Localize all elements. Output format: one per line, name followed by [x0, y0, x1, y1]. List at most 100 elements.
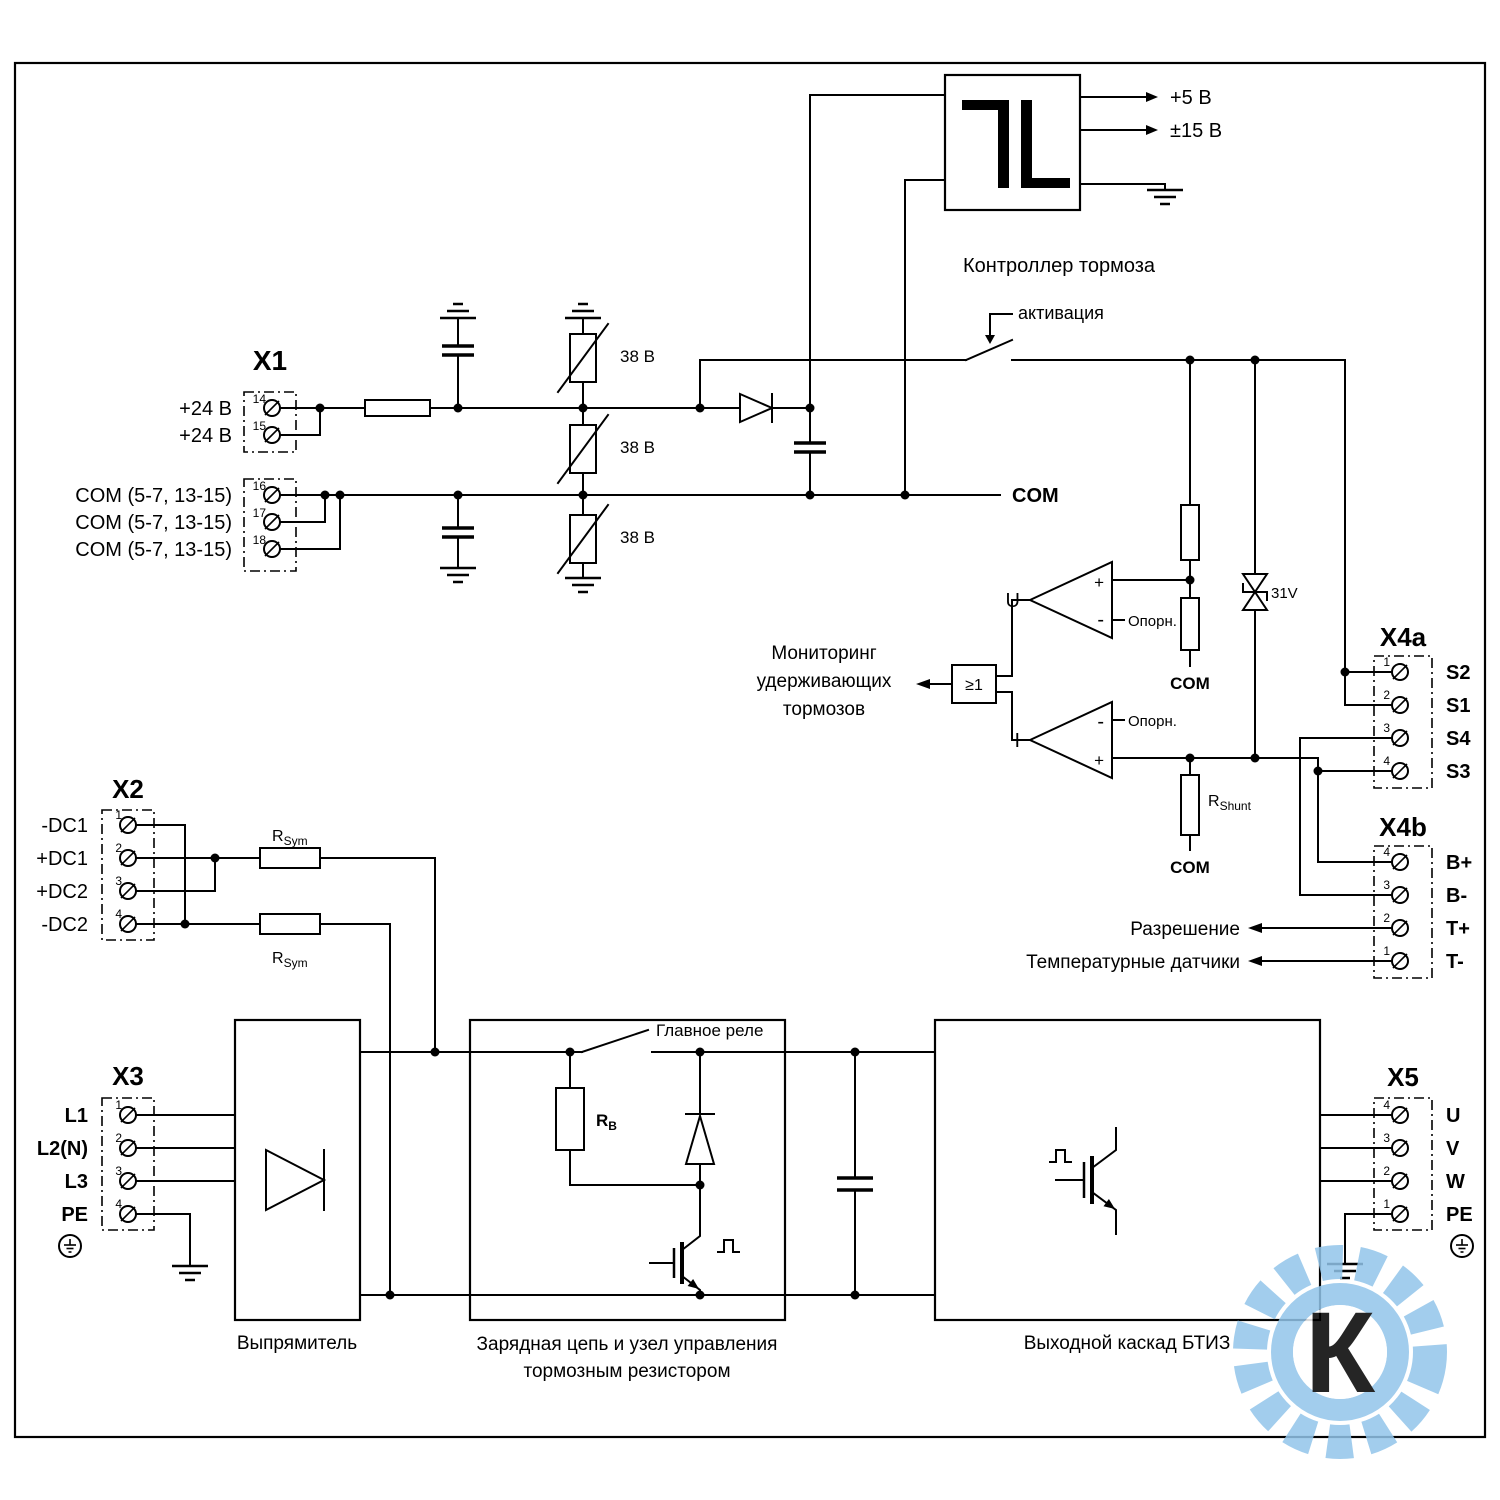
pe-symbol-x3: [58, 1234, 82, 1258]
comparator-u-minus: -: [1097, 609, 1104, 631]
x4a-title: X4a: [1380, 622, 1427, 652]
x4b-pin-3: [1391, 886, 1409, 904]
x4a-box: [1373, 655, 1433, 789]
ground-cap-top: [438, 302, 478, 320]
x4a-pin-number: 4: [1383, 754, 1390, 768]
comparator-i-label: I: [1014, 730, 1020, 752]
x4b-title: X4b: [1379, 812, 1427, 842]
x1-pin-label: COM (5-7, 13-15): [75, 512, 232, 534]
r-shunt-label: RShunt: [1208, 793, 1252, 813]
pe-symbol-x5: [1450, 1234, 1474, 1258]
charging-label-1: Зарядная цепь и узел управления: [477, 1334, 778, 1355]
x1-pin-number: 16: [253, 479, 267, 493]
x2-title: X2: [112, 774, 144, 804]
temp-sensors-label: Температурные датчики: [1026, 952, 1240, 973]
x4a-pin-number: 2: [1383, 688, 1390, 702]
x3-pin-number: 1: [115, 1098, 122, 1112]
arrow-15v-icon: [1146, 125, 1158, 135]
x4a-pin-3: [1391, 729, 1409, 747]
fuse: [364, 399, 431, 417]
x1-connector: X1 14 15 16 17 18 +24 В +24 В COM (5-7, …: [75, 345, 297, 572]
comparator-i-plus: +: [1094, 751, 1104, 770]
x1-pin-label: COM (5-7, 13-15): [75, 485, 232, 507]
monitor-line-1: Мониторинг: [771, 643, 876, 664]
watermark-gear-center: [1293, 1305, 1387, 1399]
x3-pin-label: PE: [61, 1204, 88, 1226]
x1-pin-14: [263, 399, 281, 417]
comparator-u: [1027, 560, 1113, 640]
igbt-gate-bars: [672, 1162, 1086, 1278]
x3-pin-number: 4: [115, 1197, 122, 1211]
x1-pin-number: 15: [253, 419, 267, 433]
x5-pin-label: U: [1446, 1105, 1460, 1127]
watermark-letter: К: [1305, 1289, 1376, 1417]
x4b-pin-label: T+: [1446, 918, 1470, 940]
diode-bars-and-pulses: [323, 393, 1268, 1253]
x2-pin-number: 4: [115, 907, 122, 921]
x1-pin-number: 17: [253, 506, 267, 520]
charging-block: Главное реле RB Зарядная цепь и узел упр…: [468, 1018, 787, 1382]
x2-pin-3: [119, 882, 137, 900]
rb-label: RB: [596, 1111, 617, 1133]
x2-box: [101, 809, 155, 941]
x5-pin-number: 3: [1383, 1131, 1390, 1145]
rectifier-diode: [265, 1148, 327, 1212]
ref-i-label: Опорн.: [1128, 713, 1177, 730]
x3-pin-3: [119, 1172, 137, 1190]
wire-x1-section: [279, 94, 1001, 579]
x2-pin-number: 1: [115, 808, 122, 822]
x3-pin-number: 2: [115, 1131, 122, 1145]
comparator-i: [1027, 700, 1113, 780]
x5-title: X5: [1387, 1062, 1419, 1092]
brake-controller: Контроллер тормоза активация COM COM + -…: [757, 255, 1298, 877]
comparator-u-label: U: [1006, 590, 1020, 612]
x4b-pin-number: 2: [1383, 911, 1390, 925]
x1-pin-label: +24 В: [179, 425, 232, 447]
x1-box-top: [243, 391, 297, 453]
x5-pin-number: 2: [1383, 1164, 1390, 1178]
shunt-resistor: [1180, 774, 1200, 836]
x3-pin-4: [119, 1205, 137, 1223]
chopper-emitter-arrow: [687, 1279, 699, 1289]
activation-label: активация: [1018, 303, 1104, 323]
ground-varistor-top: [563, 302, 603, 320]
comparator-u-plus: +: [1094, 573, 1104, 592]
wire-controller-section: [699, 96, 1393, 962]
x1-pin-15: [263, 426, 281, 444]
varistor-1: [556, 322, 610, 394]
or-gate: [951, 664, 997, 704]
diagram-border: [13, 61, 1487, 1439]
x2-pin-label: +DC1: [36, 848, 88, 870]
rsym-resistor-top: [259, 847, 321, 869]
x2-pin-number: 3: [115, 874, 122, 888]
x4a-pin-number: 3: [1383, 721, 1390, 735]
x4a-pin-label: S1: [1446, 695, 1470, 717]
x3-pin-1: [119, 1106, 137, 1124]
temp-arrow-icon: [1248, 956, 1262, 966]
x2-pin-4: [119, 915, 137, 933]
x4b-pin-2: [1391, 919, 1409, 937]
x2-pin-2: [119, 849, 137, 867]
x1-pin-16: [263, 486, 281, 504]
igbt-body-bars: [680, 1156, 1094, 1284]
controller-title: Контроллер тормоза: [963, 255, 1156, 277]
x4b-pin-number: 3: [1383, 878, 1390, 892]
x4b-pin-4: [1391, 853, 1409, 871]
rectifier-label: Выпрямитель: [237, 1333, 357, 1354]
x1-box-bottom: [243, 478, 297, 572]
x4b-pin-number: 1: [1383, 944, 1390, 958]
psu-out-15v: ±15 В: [1170, 120, 1222, 142]
x2-pin-label: +DC2: [36, 881, 88, 903]
junction-dots: [180, 355, 1350, 1300]
zener-31v: [1241, 573, 1269, 611]
wires: [135, 94, 1393, 1296]
x5-connector: X5 4 3 2 1 U V W PE: [1325, 1062, 1474, 1280]
varistor-2-label: 38 В: [620, 438, 655, 457]
x2-pin-1: [119, 816, 137, 834]
x1-pin-label: +24 В: [179, 398, 232, 420]
switch-blades: [580, 338, 1014, 1054]
x5-box: [1373, 1097, 1433, 1231]
enable-label: Разрешение: [1130, 919, 1240, 940]
